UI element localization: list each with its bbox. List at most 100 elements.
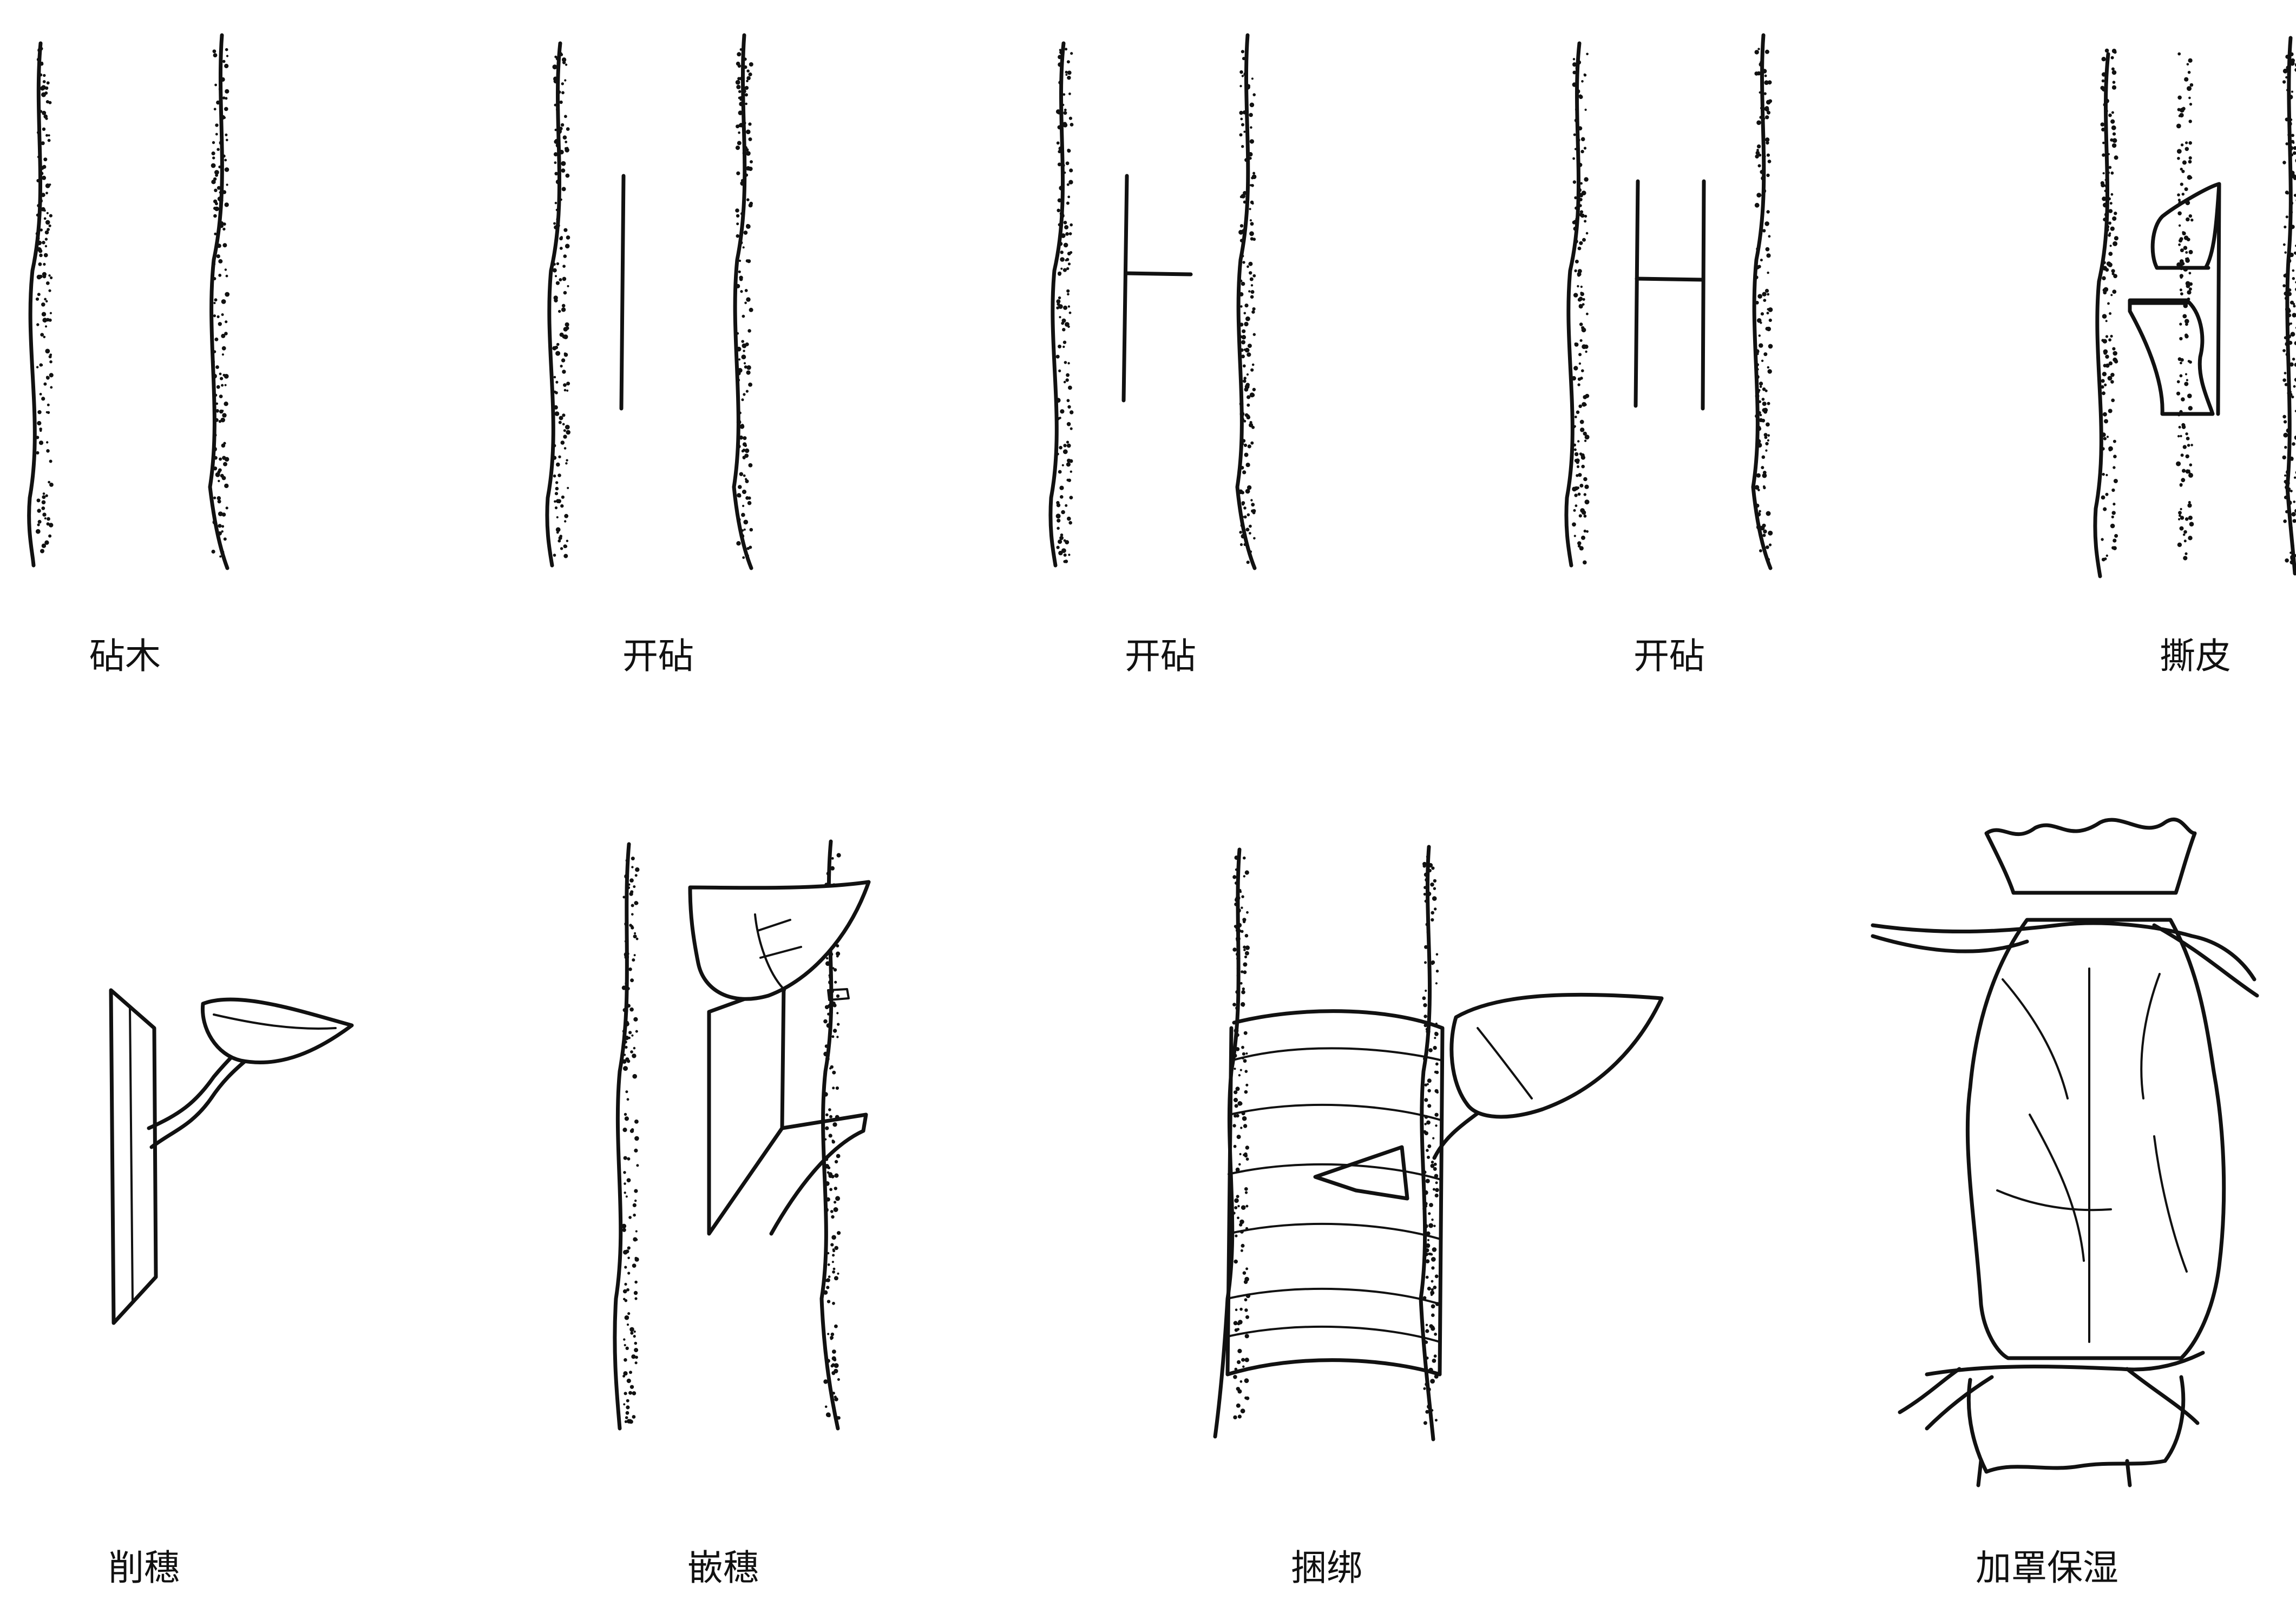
bark-stipple <box>1574 269 1577 272</box>
bark-stipple <box>40 549 44 554</box>
bark-stipple <box>2113 466 2115 469</box>
bark-stipple <box>558 310 561 313</box>
bark-stipple <box>1428 1212 1431 1215</box>
bark-stipple <box>1246 463 1250 467</box>
bark-stipple <box>225 202 229 207</box>
bark-stipple <box>1577 440 1579 442</box>
bark-stipple <box>739 102 743 106</box>
bark-stipple <box>1234 1145 1237 1148</box>
bark-stipple <box>223 557 226 559</box>
bark-stipple <box>1759 381 1763 385</box>
bark-stipple <box>1056 501 1059 504</box>
step-bind: 捆绑 <box>1215 847 1662 1589</box>
bark-stipple <box>1767 402 1770 405</box>
bark-stipple <box>2187 86 2192 91</box>
bark-stipple <box>1240 543 1243 546</box>
bark-stipple <box>1238 1320 1243 1325</box>
bark-stipple <box>2110 373 2115 377</box>
bark-stipple <box>559 101 562 104</box>
bark-stipple <box>557 539 561 543</box>
bark-stipple <box>2293 152 2296 155</box>
bark-stipple <box>1425 1382 1428 1386</box>
bark-stipple <box>1239 133 1243 136</box>
bark-stipple <box>632 1415 636 1419</box>
bark-stipple <box>559 150 564 155</box>
bark-stipple <box>37 523 40 526</box>
bark-stipple <box>1062 104 1064 106</box>
bark-stipple <box>2291 154 2293 156</box>
bark-stipple <box>1250 219 1252 221</box>
bark-stipple <box>740 290 743 293</box>
bark-stipple <box>1580 427 1584 432</box>
bark-stipple <box>1068 180 1073 185</box>
bark-stipple <box>1573 366 1578 370</box>
bark-stipple <box>837 1231 841 1235</box>
leaf-icon <box>690 882 869 999</box>
bark-stipple <box>739 412 742 414</box>
bark-stipple <box>2102 142 2105 144</box>
bark-stipple <box>2108 221 2111 225</box>
bark-stipple <box>2285 558 2289 563</box>
bark-stipple <box>40 363 43 366</box>
bark-stipple <box>2285 297 2288 300</box>
bark-stipple <box>1064 172 1066 174</box>
bark-stipple <box>1425 1410 1429 1414</box>
bark-stipple <box>1582 344 1586 349</box>
bark-stipple <box>830 1243 834 1246</box>
bark-stipple <box>1060 495 1064 499</box>
bark-stipple <box>2102 73 2106 77</box>
bark-stipple <box>555 391 558 394</box>
bark-stipple <box>1243 110 1247 114</box>
bark-stipple <box>737 518 741 522</box>
bark-stipple <box>1235 868 1238 871</box>
bark-stipple <box>555 506 557 509</box>
bark-stipple <box>1434 1113 1438 1117</box>
bark-stipple <box>1243 201 1247 204</box>
step-open-cut-t: 开砧 <box>1051 35 1256 677</box>
bark-stipple <box>555 411 560 416</box>
bark-stipple <box>1242 501 1245 505</box>
bark-stipple <box>633 1203 637 1207</box>
bark-stipple <box>556 281 560 285</box>
bark-stipple <box>36 436 39 439</box>
bark-stipple <box>1248 344 1252 348</box>
bark-stipple <box>43 383 47 386</box>
bark-stipple <box>1761 194 1764 197</box>
bark-stipple <box>1572 221 1576 225</box>
bark-stipple <box>1575 343 1577 345</box>
bark-stipple <box>1057 417 1060 420</box>
bark-stipple <box>37 83 40 85</box>
bark-stipple <box>2108 409 2113 413</box>
bark-stipple <box>1236 1033 1239 1037</box>
bark-stipple <box>1756 247 1759 251</box>
bark-stipple <box>744 167 747 170</box>
bark-stipple <box>739 436 744 440</box>
bark-stipple <box>1584 147 1586 149</box>
bark-stipple <box>828 1263 830 1266</box>
trunk-left-edge <box>29 43 41 565</box>
bark-stipple <box>39 440 43 445</box>
bark-stipple <box>1058 81 1062 84</box>
bark-stipple <box>832 1392 835 1394</box>
bark-stipple <box>1764 75 1767 77</box>
bark-stipple <box>2180 358 2184 362</box>
bark-stipple <box>1755 275 1759 279</box>
bark-stipple <box>213 497 216 499</box>
bark-stipple <box>1245 1267 1248 1270</box>
bark-stipple <box>225 134 227 136</box>
bark-stipple <box>217 186 221 190</box>
bark-stipple <box>1067 76 1071 80</box>
bark-stipple <box>835 1196 840 1201</box>
bark-stipple <box>634 1120 639 1124</box>
bark-stipple <box>627 1257 630 1260</box>
bark-stipple <box>560 365 563 367</box>
bark-stipple <box>220 377 223 380</box>
bark-stipple <box>555 351 560 356</box>
bark-stipple <box>1425 1248 1429 1253</box>
bark-stipple <box>2189 522 2194 526</box>
bark-stipple <box>624 1113 627 1116</box>
bark-stipple <box>1070 52 1073 55</box>
bark-stipple <box>1583 298 1585 301</box>
bark-stipple <box>634 1189 638 1193</box>
bark-stipple <box>2177 212 2182 216</box>
